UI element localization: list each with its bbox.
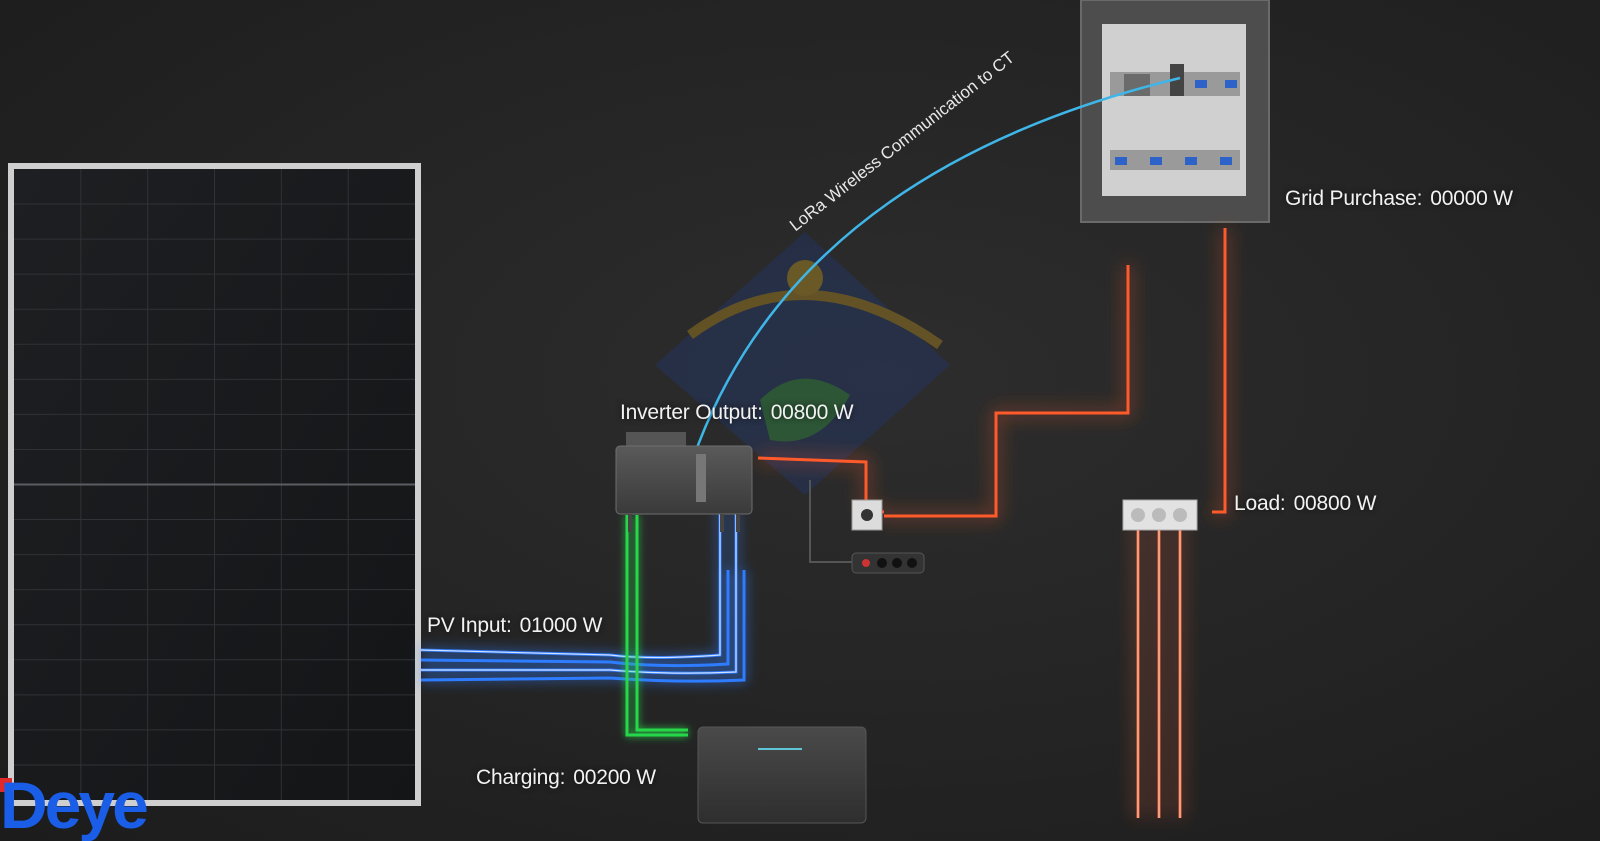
pv-input-label: PV Input:: [427, 614, 512, 637]
load-readout: Load: 00800 W: [1234, 492, 1376, 516]
inverter-output-readout: Inverter Output: 00800 W: [620, 401, 854, 425]
pv-flow-lines: [420, 510, 746, 683]
grid-purchase-readout: Grid Purchase: 00000 W: [1285, 187, 1513, 211]
load-outlet-block: [1122, 499, 1198, 531]
solar-panel: [8, 163, 421, 806]
grid-purchase-value: 00000 W: [1430, 187, 1513, 210]
brand-logo-mark: [0, 778, 12, 792]
load-drop-core: [1137, 522, 1181, 818]
charging-value: 00200 W: [573, 766, 656, 789]
load-label: Load:: [1234, 492, 1286, 515]
electrical-cabinet: [1080, 0, 1270, 223]
brand-logo: Deye: [0, 768, 149, 841]
pv-input-value: 01000 W: [519, 614, 603, 637]
micro-inverter: [615, 432, 753, 532]
pv-input-readout: PV Input: 01000 W: [427, 614, 602, 638]
charging-flow-line: [625, 515, 688, 737]
solar-panel-cell-grid: [14, 169, 415, 800]
load-value: 00800 W: [1293, 492, 1377, 515]
pv-flow-core: [420, 510, 737, 674]
battery-unit: [697, 726, 867, 824]
inverter-output-label: Inverter Output:: [620, 401, 763, 424]
charging-readout: Charging: 00200 W: [476, 766, 656, 790]
grid-purchase-label: Grid Purchase:: [1285, 187, 1423, 210]
inverter-output-value: 00800 W: [770, 401, 854, 424]
charging-label: Charging:: [476, 766, 566, 789]
watermark-logo: [655, 232, 950, 495]
wall-socket: [851, 499, 883, 531]
power-strip: [809, 480, 925, 574]
lora-link-arc: [675, 76, 1181, 513]
